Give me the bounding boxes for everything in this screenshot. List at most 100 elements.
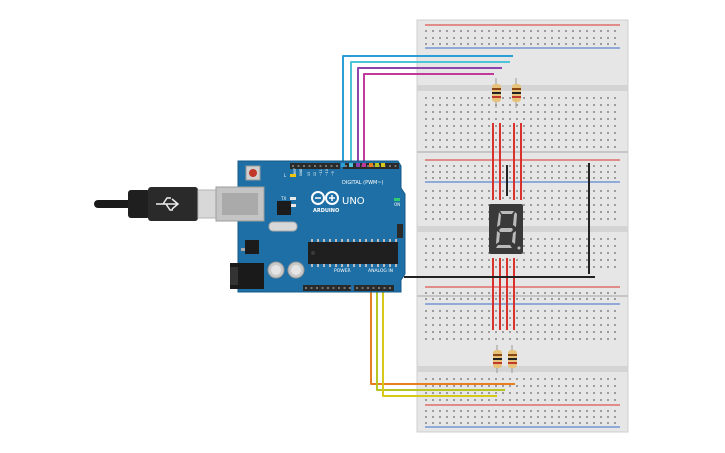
breadboard-hole: [439, 171, 441, 173]
breadboard-hole: [432, 197, 434, 199]
breadboard-hole: [558, 146, 560, 148]
breadboard-hole: [607, 165, 609, 167]
breadboard-hole: [425, 292, 427, 294]
breadboard-hole: [516, 378, 518, 380]
breadboard-hole: [586, 111, 588, 113]
breadboard-hole: [460, 245, 462, 247]
breadboard-hole: [439, 392, 441, 394]
breadboard-hole: [565, 97, 567, 99]
breadboard-hole: [607, 218, 609, 220]
breadboard-hole: [453, 30, 455, 32]
breadboard-hole: [586, 266, 588, 268]
breadboard-hole: [460, 165, 462, 167]
breadboard-hole: [551, 218, 553, 220]
breadboard-hole: [516, 146, 518, 148]
led-l: [290, 174, 296, 177]
breadboard-hole: [509, 392, 511, 394]
breadboard-hole: [446, 171, 448, 173]
breadboard-hole: [593, 211, 595, 213]
breadboard-hole: [488, 43, 490, 45]
breadboard-hole: [488, 331, 490, 333]
breadboard-hole: [530, 259, 532, 261]
breadboard-hole: [432, 310, 434, 312]
breadboard-hole: [446, 111, 448, 113]
breadboard-gap-top: [417, 85, 628, 91]
breadboard-hole: [439, 310, 441, 312]
breadboard-hole: [425, 211, 427, 213]
breadboard-hole: [481, 378, 483, 380]
breadboard-hole: [460, 331, 462, 333]
breadboard-hole: [614, 111, 616, 113]
breadboard-hole: [439, 252, 441, 254]
breadboard-hole: [537, 378, 539, 380]
breadboard-hole: [460, 378, 462, 380]
breadboard-hole: [593, 385, 595, 387]
breadboard-hole: [579, 422, 581, 424]
breadboard-hole: [488, 385, 490, 387]
breadboard-hole: [614, 190, 616, 192]
breadboard-hole: [453, 292, 455, 294]
breadboard-hole: [516, 338, 518, 340]
breadboard-hole: [544, 197, 546, 199]
breadboard-hole: [551, 266, 553, 268]
breadboard-hole: [572, 252, 574, 254]
resistor-top-right[interactable]: [512, 78, 521, 108]
breadboard-hole: [551, 37, 553, 39]
breadboard-hole: [544, 146, 546, 148]
breadboard-hole: [502, 266, 504, 268]
breadboard-hole: [509, 298, 511, 300]
breadboard-hole: [481, 171, 483, 173]
breadboard-hole: [544, 139, 546, 141]
resistor-bottom-right[interactable]: [508, 345, 517, 373]
breadboard-hole: [614, 392, 616, 394]
breadboard-hole: [614, 259, 616, 261]
breadboard-hole: [502, 378, 504, 380]
breadboard-hole: [579, 399, 581, 401]
seven-segment-display[interactable]: [489, 204, 523, 254]
breadboard-hole: [439, 111, 441, 113]
breadboard-hole: [460, 310, 462, 312]
usb-cable[interactable]: [94, 187, 217, 221]
breadboard-hole: [614, 252, 616, 254]
breadboard-hole: [558, 43, 560, 45]
breadboard-hole: [516, 165, 518, 167]
breadboard-hole: [488, 165, 490, 167]
breadboard-hole: [586, 317, 588, 319]
wire-blue[interactable]: [342, 55, 513, 165]
breadboard-hole: [523, 104, 525, 106]
wire-purple[interactable]: [357, 67, 502, 165]
breadboard-hole: [572, 97, 574, 99]
breadboard-hole: [586, 104, 588, 106]
breadboard-hole: [558, 399, 560, 401]
breadboard-hole: [551, 165, 553, 167]
breadboard-hole: [523, 378, 525, 380]
power-header-label: POWER: [334, 268, 351, 274]
breadboard-hole: [530, 399, 532, 401]
breadboard-hole: [565, 204, 567, 206]
breadboard-hole: [558, 238, 560, 240]
resistor-top-left[interactable]: [492, 78, 501, 108]
breadboard-hole: [593, 97, 595, 99]
breadboard-hole: [551, 331, 553, 333]
breadboard-hole: [544, 298, 546, 300]
resistor-bottom-left[interactable]: [493, 345, 502, 373]
arduino-uno-board[interactable]: DIGITAL (PWM~) AREF GND 13 12 ~11 ~10 ~9…: [215, 160, 406, 293]
breadboard-hole: [537, 97, 539, 99]
breadboard-hole: [460, 118, 462, 120]
breadboard-hole: [586, 416, 588, 418]
breadboard-hole: [600, 165, 602, 167]
breadboard-hole: [474, 292, 476, 294]
breadboard-hole: [593, 422, 595, 424]
breadboard-hole: [586, 171, 588, 173]
breadboard-hole: [495, 338, 497, 340]
wire-cyan[interactable]: [350, 61, 510, 165]
breadboard-hole: [453, 218, 455, 220]
breadboard-hole: [551, 204, 553, 206]
breadboard-hole: [600, 218, 602, 220]
breadboard-hole: [432, 338, 434, 340]
breadboard-hole: [453, 422, 455, 424]
breadboard[interactable]: [416, 19, 629, 433]
wire-magenta[interactable]: [363, 73, 494, 165]
chip-pin: [371, 264, 373, 267]
breadboard-hole: [509, 37, 511, 39]
